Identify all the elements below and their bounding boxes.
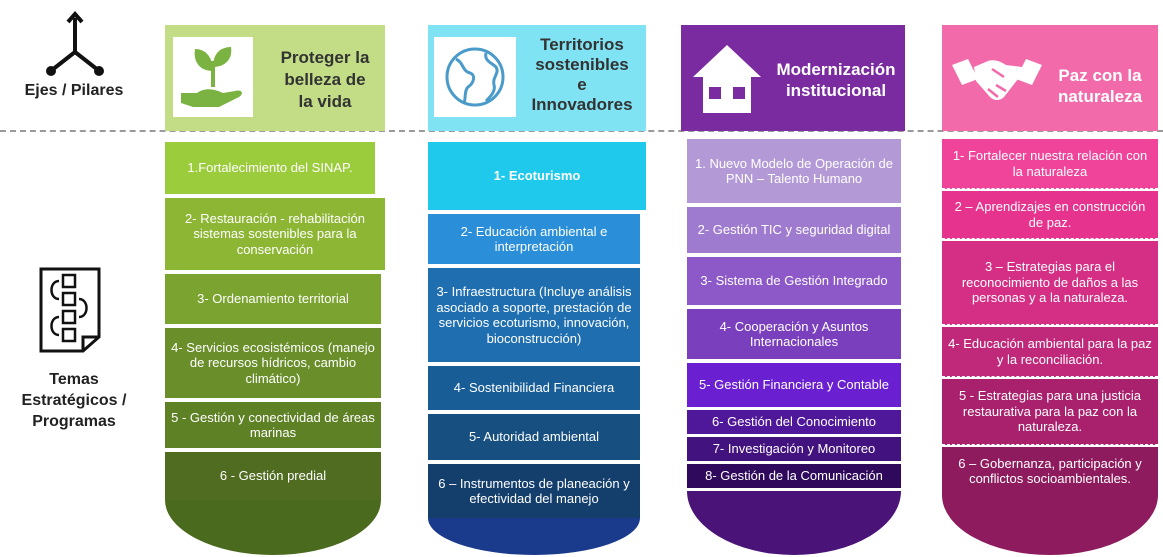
program-item: 3- Ordenamiento territorial (165, 274, 381, 324)
program-item: 3- Sistema de Gestión Integrado (687, 257, 901, 305)
program-item: 4- Educación ambiental para la paz y la … (942, 327, 1158, 377)
pillar-title: Territorios sostenibles e Innovadores (522, 35, 642, 115)
pillar-header: Modernización institucional (681, 25, 905, 131)
ejes-pilares-label: Ejes / Pilares (24, 82, 124, 99)
globe-icon (434, 37, 516, 117)
program-item: 6 - Gestión predial (165, 452, 381, 500)
program-item: 5 - Estrategias para una justicia restau… (942, 379, 1158, 445)
program-item: 1- Ecoturismo (428, 142, 646, 210)
pillar-title-line: Proteger la (280, 48, 370, 67)
pillar-base (165, 500, 381, 555)
program-item: 1. Nuevo Modelo de Operación de PNN – Ta… (687, 139, 901, 203)
program-item: 5- Autoridad ambiental (428, 414, 640, 460)
program-item: 4- Servicios ecosistémicos (manejo de re… (165, 328, 381, 398)
pillar-header: Paz con la naturaleza (942, 25, 1158, 131)
pillar-title-line: la vida (298, 92, 352, 111)
pillar-title: Proteger la belleza de la vida (265, 47, 385, 113)
pillar-title: Modernización institucional (767, 59, 905, 101)
pillar-header: Proteger la belleza de la vida (165, 25, 385, 131)
program-item: 6 – Instrumentos de planeación y efectiv… (428, 464, 640, 518)
program-item: 3 – Estrategias para el reconocimiento d… (942, 241, 1158, 325)
pillar-title-line: sostenibles (535, 55, 629, 74)
pillar-base (428, 518, 640, 555)
temas-label-line-3: Programas (32, 413, 116, 430)
program-item: 6- Gestión del Conocimiento (687, 410, 901, 434)
temas-label-line-1: Temas (49, 371, 99, 388)
pillar-title-line: Territorios (540, 35, 624, 54)
program-item: 3- Infraestructura (Incluye análisis aso… (428, 268, 640, 362)
temas-label-line-2: Estratégicos / (21, 392, 127, 409)
pillar-title-line: belleza de (284, 70, 366, 89)
program-item: 2 – Aprendizajes en construcción de paz. (942, 191, 1158, 239)
pillar-paz: Paz con la naturaleza 1- Fortalecer nues… (942, 25, 1158, 555)
plant-in-hand-icon (173, 37, 253, 117)
pillar-title-line: Paz con la (1058, 66, 1142, 85)
handshake-icon (948, 45, 1046, 115)
program-item: 8- Gestión de la Comunicación (687, 464, 901, 488)
temas-estrategicos-label: Temas Estratégicos / Programas (4, 369, 144, 432)
program-document-icon (39, 267, 101, 353)
pillar-base (942, 495, 1158, 555)
program-item: 2- Educación ambiental e interpretación (428, 214, 640, 264)
program-item: 5- Gestión Financiera y Contable (687, 363, 901, 407)
house-icon (687, 39, 767, 119)
pillar-title-line: institucional (785, 81, 887, 100)
program-item: 6 – Gobernanza, participación y conflict… (942, 447, 1158, 495)
pillar-title-line: naturaleza (1057, 87, 1143, 106)
pillar-title-line: Modernización (776, 60, 896, 79)
pillar-base (687, 491, 901, 555)
pillar-proteger: Proteger la belleza de la vida 1.Fortale… (165, 25, 385, 555)
program-item: 2- Gestión TIC y seguridad digital (687, 207, 901, 253)
pillar-header: Territorios sostenibles e Innovadores (428, 25, 646, 131)
program-item: 4- Cooperación y Asuntos Internacionales (687, 309, 901, 359)
pillar-title: Paz con la naturaleza (1042, 65, 1158, 107)
program-item: 2- Restauración - rehabilitación sistema… (165, 198, 385, 270)
pillar-title-line: e (577, 75, 587, 94)
program-item: 5 - Gestión y conectividad de áreas mari… (165, 402, 381, 448)
pillar-territorios: Territorios sostenibles e Innovadores 1-… (428, 25, 646, 555)
pillar-modernizacion: Modernización institucional 1. Nuevo Mod… (681, 25, 905, 555)
program-item: 1.Fortalecimiento del SINAP. (165, 142, 375, 194)
pillar-title-line: Innovadores (531, 95, 633, 114)
axes-icon (46, 10, 104, 76)
program-item: 1- Fortalecer nuestra relación con la na… (942, 139, 1158, 189)
header-separator-line (0, 130, 1163, 132)
program-item: 4- Sostenibilidad Financiera (428, 366, 640, 410)
program-item: 7- Investigación y Monitoreo (687, 437, 901, 461)
